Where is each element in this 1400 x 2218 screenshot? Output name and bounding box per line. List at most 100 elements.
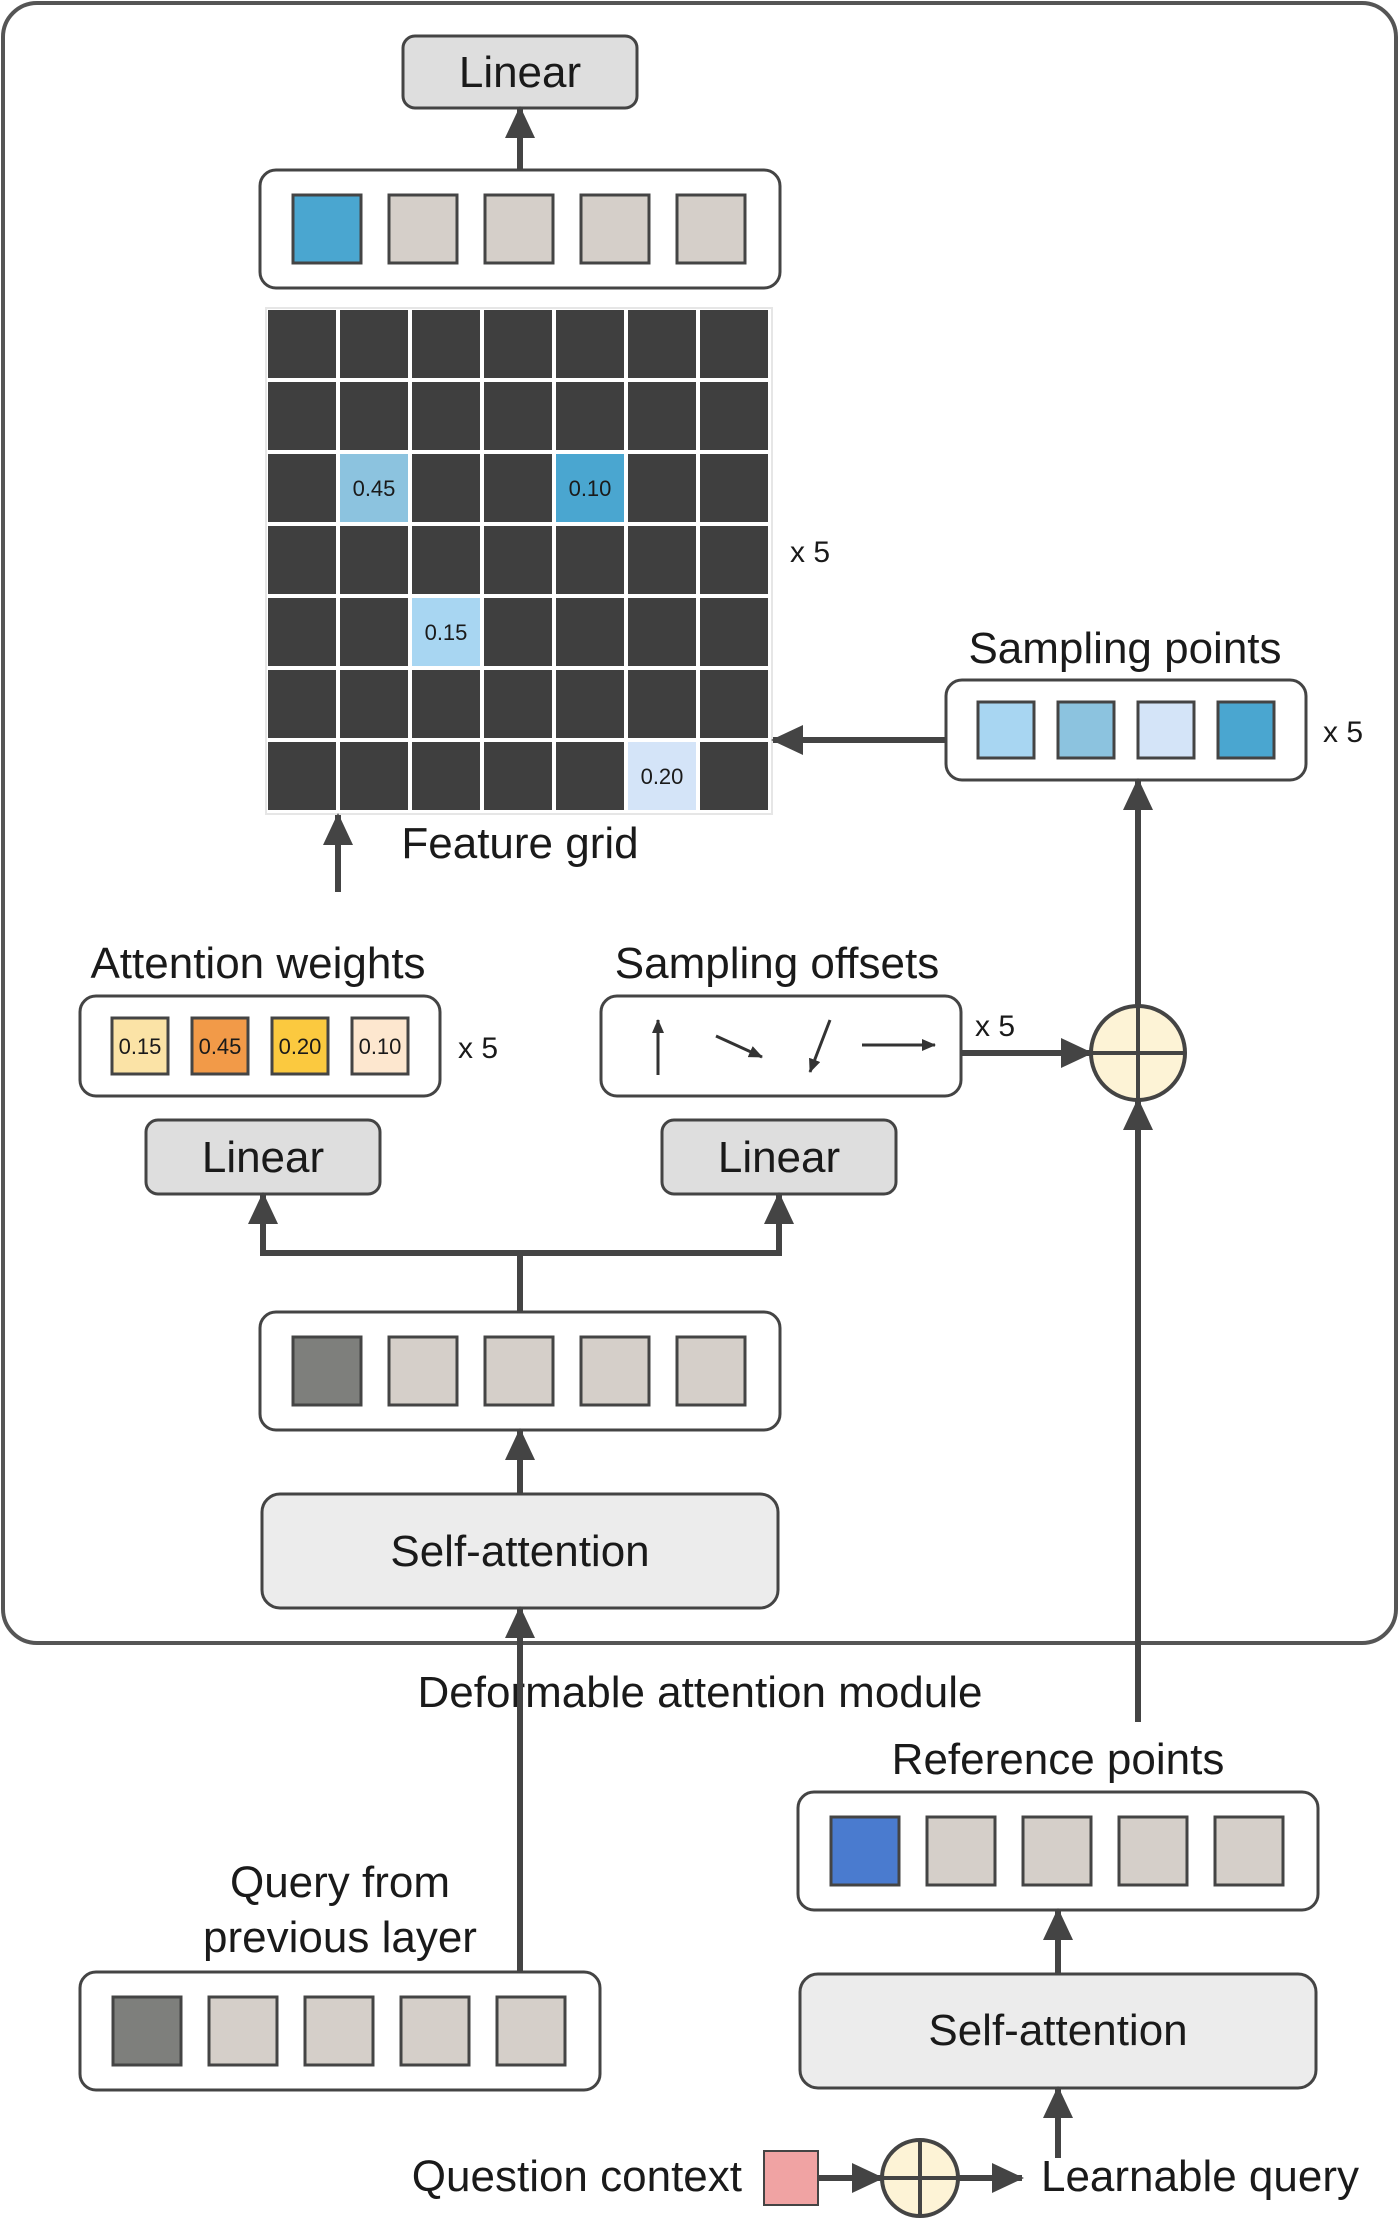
plus-combine-icon	[1089, 1004, 1187, 1102]
feature-grid-cell	[628, 454, 696, 522]
feature-grid-cell	[556, 742, 624, 810]
feature-grid-cell	[628, 382, 696, 450]
reference-token-3	[1021, 1815, 1093, 1887]
feature-grid-cell	[484, 670, 552, 738]
feature-grid-cell	[268, 670, 336, 738]
reference-points-row	[796, 1790, 1320, 1912]
attention-weight-value-3: 0.20	[279, 1034, 322, 1059]
feature-grid-multiplier: x 5	[790, 536, 830, 569]
hidden-token-2	[387, 1335, 459, 1407]
reference-token-1	[829, 1815, 901, 1887]
connectors	[248, 106, 1153, 2193]
linear-left-block[interactable]: Linear	[144, 1118, 382, 1196]
feature-grid-cell	[700, 310, 768, 378]
output-token-3	[483, 193, 555, 265]
output-token-5	[675, 193, 747, 265]
arrow-down-left-icon	[808, 1019, 832, 1073]
feature-grid-cell-value: 0.45	[353, 476, 396, 501]
self-attention-bottom-label: Self-attention	[928, 2006, 1187, 2055]
attention-weight-cell-1	[110, 1016, 170, 1076]
reference-token-5	[1213, 1815, 1285, 1887]
feature-grid-cell	[556, 310, 624, 378]
feature-grid-cell	[628, 310, 696, 378]
query-label-line1: Query from	[230, 1858, 450, 1907]
output-token-2	[387, 193, 459, 265]
feature-grid-sampled-cell	[340, 454, 408, 522]
feature-grid-cell	[412, 742, 480, 810]
linear-right-block[interactable]: Linear	[660, 1118, 898, 1196]
attention-weight-cell-2	[190, 1016, 250, 1076]
attention-weight-value-2: 0.45	[199, 1034, 242, 1059]
feature-grid-cell	[700, 670, 768, 738]
sampling-offsets-label: Sampling offsets	[615, 939, 939, 988]
feature-grid-cell	[340, 310, 408, 378]
feature-grid-cell	[412, 382, 480, 450]
feature-grid-cell	[484, 526, 552, 594]
feature-grid-cell	[700, 598, 768, 666]
feature-grid-cell	[556, 526, 624, 594]
feature-grid-sampled-cell	[412, 598, 480, 666]
attention-weight-value-1: 0.15	[119, 1034, 162, 1059]
feature-grid-cell-value: 0.10	[569, 476, 612, 501]
feature-grid-cell	[268, 454, 336, 522]
query-token-5	[495, 1995, 567, 2067]
feature-grid-cell	[556, 670, 624, 738]
query-label-line2: previous layer	[203, 1913, 477, 1962]
branch-horizontal	[260, 1225, 782, 1256]
feature-grid-cell	[268, 526, 336, 594]
sampling-point-4	[1216, 700, 1276, 760]
feature-grid-cell	[412, 670, 480, 738]
query-token-1	[111, 1995, 183, 2067]
plus-combine-bottom-icon	[880, 2138, 960, 2218]
hidden-token-5	[675, 1335, 747, 1407]
self-attention-top-label: Self-attention	[390, 1527, 649, 1576]
self-attention-top-block[interactable]: Self-attention	[260, 1492, 780, 1610]
linear-right-label: Linear	[718, 1133, 840, 1182]
feature-grid-cell	[340, 526, 408, 594]
feature-grid-cell	[700, 742, 768, 810]
deformable-attention-module-frame	[1, 1, 1398, 1645]
sampling-points-label: Sampling points	[968, 624, 1281, 673]
top-linear-label: Linear	[459, 48, 581, 97]
output-token-1	[291, 193, 363, 265]
hidden-token-row	[258, 1310, 782, 1432]
feature-grid-sampled-cell	[556, 454, 624, 522]
feature-grid-cell	[412, 454, 480, 522]
query-token-row	[78, 1970, 602, 2092]
output-token-row	[258, 168, 782, 290]
feature-grid-cell	[556, 382, 624, 450]
hidden-token-4	[579, 1335, 651, 1407]
self-attention-bottom-block[interactable]: Self-attention	[798, 1972, 1318, 2090]
question-context-label: Question context	[412, 2152, 742, 2201]
query-token-3	[303, 1995, 375, 2067]
feature-grid-cell	[700, 526, 768, 594]
attention-weight-cell-4	[350, 1016, 410, 1076]
feature-grid-cell	[268, 310, 336, 378]
learnable-query-label: Learnable query	[1041, 2152, 1359, 2201]
feature-grid-cell	[700, 454, 768, 522]
hidden-token-3	[483, 1335, 555, 1407]
attention-weight-cell-3	[270, 1016, 330, 1076]
attention-weights-label: Attention weights	[90, 939, 425, 988]
linear-left-label: Linear	[202, 1133, 324, 1182]
feature-grid-cell	[412, 526, 480, 594]
sampling-points-multiplier: x 5	[1323, 716, 1363, 749]
attention-weights-multiplier: x 5	[458, 1032, 498, 1065]
output-token-4	[579, 193, 651, 265]
sampling-point-2	[1056, 700, 1116, 760]
sampling-point-1	[976, 700, 1036, 760]
query-token-2	[207, 1995, 279, 2067]
feature-grid-cell	[484, 310, 552, 378]
query-token-4	[399, 1995, 471, 2067]
feature-grid-cell	[340, 742, 408, 810]
question-context-token	[763, 2150, 819, 2206]
feature-grid-cell-value: 0.20	[641, 764, 684, 789]
feature-grid-cell	[484, 454, 552, 522]
hidden-token-1	[291, 1335, 363, 1407]
feature-grid-cell	[628, 526, 696, 594]
reference-points-label: Reference points	[892, 1735, 1225, 1784]
top-linear-block[interactable]: Linear	[401, 34, 639, 110]
